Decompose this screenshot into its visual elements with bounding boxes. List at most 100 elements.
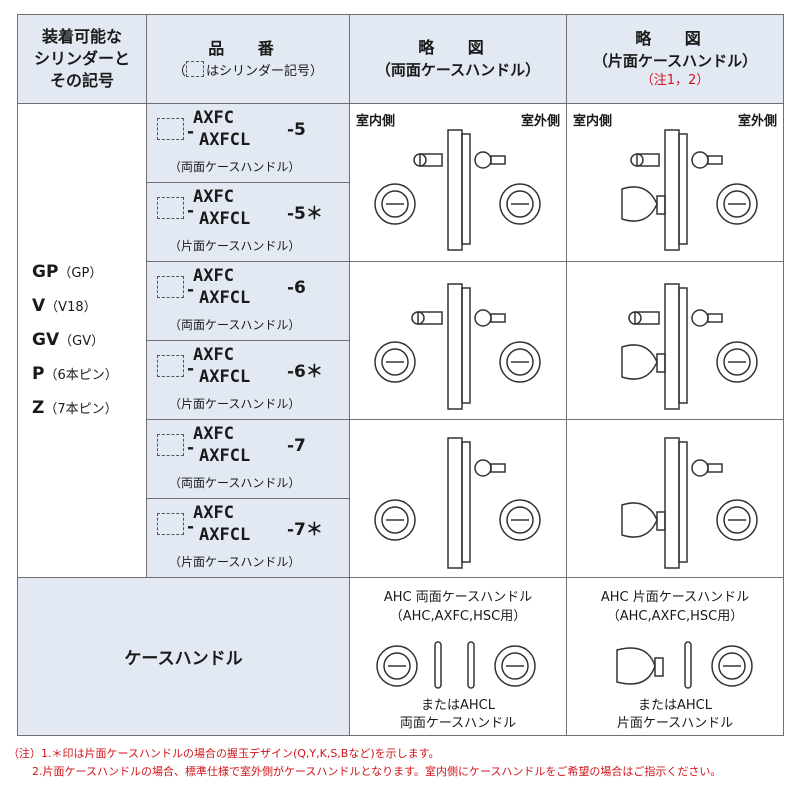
- side-label-inside: 室内側: [573, 114, 613, 129]
- cylinder-text: Z: [32, 397, 45, 418]
- dashed-box-icon: [157, 513, 184, 535]
- model-code-alt: AXFCL: [199, 130, 251, 150]
- cylinder-text: GV: [32, 329, 60, 350]
- header-diagram-sub: （片面ケースハンドル）: [592, 52, 758, 70]
- header-diagram-title: 略 図: [418, 38, 498, 57]
- cylinder-text: （6本ピン）: [44, 367, 118, 383]
- model-code-alt: AXFCL: [199, 525, 251, 545]
- diagram-single-7: [566, 419, 784, 578]
- model-caption: （両面ケースハンドル）: [169, 160, 301, 174]
- side-label-inside: 室内側: [356, 114, 396, 129]
- header-diagram-both: 略 図 （両面ケースハンドル）: [349, 14, 567, 104]
- lock-diagram-icon: [621, 437, 758, 569]
- cylinder-item: GV（GV）: [32, 324, 146, 358]
- model-code: AXFC: [193, 503, 234, 523]
- case-handle-icon: [376, 641, 536, 689]
- case-handle-alt: 片面ケースハンドル: [616, 716, 734, 731]
- dashed-box-icon: [157, 197, 184, 219]
- lock-diagram-icon: [621, 129, 758, 251]
- lock-diagram-icon: [374, 437, 541, 569]
- model-row: AXFC - AXFCL -6＊ （片面ケースハンドル）: [18, 340, 784, 420]
- model-suffix: -6: [287, 278, 306, 298]
- model-caption: （両面ケースハンドル）: [169, 318, 301, 332]
- model-cell: AXFC - AXFCL -6 （両面ケースハンドル）: [146, 261, 350, 341]
- model-suffix: -7＊: [287, 520, 323, 540]
- cylinder-text: P: [32, 363, 45, 384]
- case-handle-sub: （AHC,AXFC,HSC用）: [606, 609, 744, 624]
- footnote-1: （注）1.＊印は片面ケースハンドルの場合の握玉デザイン(Q,Y,K,S,Bなど)…: [8, 747, 440, 760]
- case-handle-alt: 両面ケースハンドル: [399, 716, 517, 731]
- model-row: AXFC - AXFCL -5＊ （片面ケースハンドル）: [18, 182, 784, 262]
- model-code-alt: AXFCL: [199, 446, 251, 466]
- header-cylinder-line: その記号: [49, 71, 114, 90]
- header-cylinder-line: 装着可能な: [41, 27, 122, 46]
- header-cylinder-line: シリンダーと: [33, 49, 130, 68]
- diagram-both-7: [349, 419, 567, 578]
- model-dash: -: [187, 438, 195, 458]
- model-dash: -: [187, 201, 195, 221]
- model-code-alt: AXFCL: [199, 209, 251, 229]
- spec-table: 装着可能な シリンダーと その記号 品 番 （はシリンダー記号） 略 図 （両面…: [17, 14, 784, 736]
- cylinder-text: （7本ピン）: [44, 401, 118, 417]
- header-diagram-sub: （両面ケースハンドル）: [375, 61, 541, 79]
- cylinder-text: （V18）: [45, 299, 97, 315]
- side-label-outside: 室外側: [520, 114, 560, 129]
- model-cell: AXFC - AXFCL -7 （両面ケースハンドル）: [146, 419, 350, 499]
- model-cell: AXFC - AXFCL -5＊ （片面ケースハンドル）: [146, 182, 350, 262]
- case-handle-alt: またはAHCL: [638, 698, 712, 713]
- model-cell: AXFC - AXFCL -6＊ （片面ケースハンドル）: [146, 340, 350, 420]
- cylinder-text: GP: [32, 261, 59, 282]
- footnotes: （注）1.＊印は片面ケースハンドルの場合の握玉デザイン(Q,Y,K,S,Bなど)…: [8, 745, 721, 781]
- case-handle-single: AHC 片面ケースハンドル （AHC,AXFC,HSC用） またはAHCL 片面…: [566, 577, 784, 736]
- cylinder-list: GP（GP） V（V18） GV（GV） P（6本ピン） Z（7本ピン）: [17, 103, 147, 578]
- header-diagram-single: 略 図 （片面ケースハンドル） （注1，2）: [566, 14, 784, 104]
- model-caption: （片面ケースハンドル）: [169, 397, 301, 411]
- header-model-sub-text: はシリンダー記号）: [206, 63, 324, 79]
- case-handle-icon: [616, 641, 753, 689]
- header-note-ref: （注1，2）: [640, 73, 710, 88]
- model-suffix: -6＊: [287, 362, 323, 382]
- model-dash: -: [187, 280, 195, 300]
- cylinder-text: （GP）: [58, 265, 103, 281]
- model-code: AXFC: [193, 345, 234, 365]
- diagram-single-6: [566, 261, 784, 420]
- model-cell: AXFC - AXFCL -5 （両面ケースハンドル）: [146, 103, 350, 183]
- header-model-sub-paren: （: [172, 63, 186, 79]
- diagram-single-5: 室内側 室外側: [566, 103, 784, 262]
- cylinder-item: GP（GP）: [32, 256, 146, 290]
- model-row: AXFC - AXFCL -7 （両面ケースハンドル）: [18, 419, 784, 578]
- footnote-2: 2.片面ケースハンドルの場合、標準仕様で室外側がケースハンドルとなります。室内側…: [32, 765, 722, 778]
- dashed-box-icon: [157, 355, 184, 377]
- cylinder-text: （GV）: [59, 333, 105, 349]
- dashed-box-icon: [186, 60, 204, 77]
- model-caption: （片面ケースハンドル）: [169, 239, 301, 253]
- model-dash: -: [187, 517, 195, 537]
- case-handle-title: AHC 片面ケースハンドル: [600, 590, 750, 605]
- model-code-alt: AXFCL: [199, 367, 251, 387]
- model-code-alt: AXFCL: [199, 288, 251, 308]
- case-handle-label: ケースハンドル: [17, 577, 350, 736]
- cylinder-text: V: [32, 295, 46, 316]
- model-caption: （両面ケースハンドル）: [169, 476, 301, 490]
- dashed-box-icon: [157, 434, 184, 456]
- model-dash: -: [187, 359, 195, 379]
- cylinder-item: V（V18）: [32, 290, 146, 324]
- case-handle-sub: （AHC,AXFC,HSC用）: [389, 609, 527, 624]
- model-suffix: -5＊: [287, 204, 323, 224]
- model-code: AXFC: [193, 187, 234, 207]
- model-caption: （片面ケースハンドル）: [169, 555, 301, 569]
- header-cylinder: 装着可能な シリンダーと その記号: [17, 14, 147, 104]
- header-model: 品 番 （はシリンダー記号）: [146, 14, 350, 104]
- header-model-sub: （ はシリンダー記号）: [147, 60, 349, 82]
- model-suffix: -5: [287, 120, 306, 140]
- model-dash: -: [187, 122, 195, 142]
- model-row: GP（GP） V（V18） GV（GV） P（6本ピン） Z（7本ピン） AXF…: [17, 103, 784, 578]
- header-diagram-title: 略 図: [635, 29, 715, 48]
- dashed-box-icon: [157, 276, 184, 298]
- case-handle-both: AHC 両面ケースハンドル （AHC,AXFC,HSC用） またはAHCL 両面…: [349, 577, 567, 736]
- case-handle-alt: またはAHCL: [421, 698, 495, 713]
- header-row: 装着可能な シリンダーと その記号 品 番 （はシリンダー記号） 略 図 （両面…: [17, 14, 784, 104]
- model-code: AXFC: [193, 424, 234, 444]
- dashed-box-icon: [157, 118, 184, 140]
- model-row: AXFC - AXFCL -7＊ （片面ケースハンドル）: [18, 498, 784, 578]
